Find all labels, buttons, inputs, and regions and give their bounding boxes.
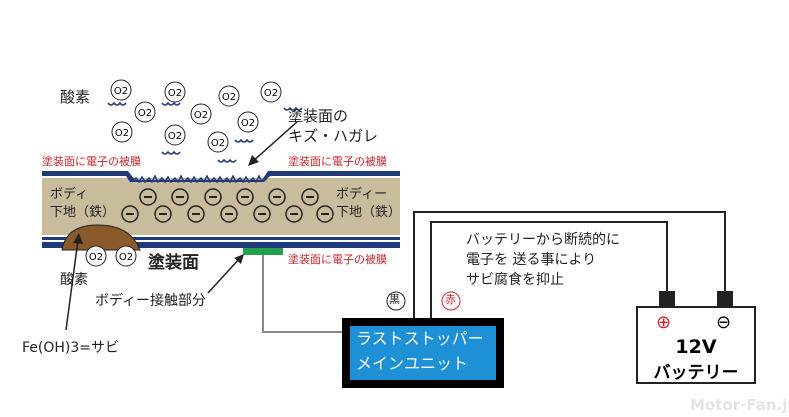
oxygen-symbol: O2 [138, 108, 152, 119]
oxygen-symbol: O2 [89, 252, 103, 263]
oxygen-molecule [164, 124, 186, 146]
oxygen-label-bottom: 酸素 [60, 272, 88, 288]
electron [285, 205, 303, 223]
paint-surface-label: 塗装面 [148, 253, 199, 273]
oxygen-molecule [115, 245, 137, 267]
oxygen-molecule [85, 245, 107, 267]
oxygen-wave [107, 101, 127, 106]
oxygen-symbol: O2 [264, 88, 278, 99]
oxygen-molecule [110, 79, 132, 101]
main-unit: ラストストッパー メインユニット [342, 318, 504, 388]
black-wire-label: 黒 [389, 293, 400, 306]
oxygen-wave [234, 138, 254, 143]
watermark: Motor-Fan.jp [690, 396, 789, 414]
electron [187, 205, 205, 223]
damaged-paint-edge [131, 174, 263, 184]
rust-arrow [65, 239, 79, 331]
oxygen-symbol: O2 [168, 131, 182, 142]
electron [220, 205, 238, 223]
body-label-left: ボディ 下地（鉄） [50, 187, 116, 220]
unit-label: ラストストッパー メインユニット [350, 326, 496, 380]
electrons [121, 188, 334, 223]
battery-label: バッテリー [653, 363, 739, 383]
damage-arrow [251, 121, 298, 163]
oxygen-symbol: O2 [115, 128, 129, 139]
paint-layer-bottom [42, 242, 400, 248]
electron [154, 205, 172, 223]
minus-icon: ⊖ [716, 312, 732, 333]
oxygen-molecule [190, 103, 212, 125]
oxygen-molecule [134, 101, 156, 123]
oxygen-symbol: O2 [194, 110, 208, 121]
plus-icon: ⊕ [656, 312, 672, 333]
oxygen-symbol: O2 [119, 252, 133, 263]
oxygen-label-top: 酸素 [60, 88, 91, 106]
oxygen-molecule [218, 85, 240, 107]
oxygen-molecule [237, 111, 259, 133]
film-label-right: 塗装面に電子の被膜 [288, 155, 387, 168]
oxygen-molecule [164, 81, 186, 103]
electron [121, 205, 139, 223]
oxygen-wave [283, 106, 303, 111]
red-wire [430, 221, 668, 318]
damage-label: 塗装面の キズ・ハガレ [288, 107, 379, 145]
electron [139, 188, 157, 206]
oxygen-symbol: O2 [211, 138, 225, 149]
paint-layer-top [42, 171, 400, 182]
oxygen-molecule [111, 121, 133, 143]
minus-terminal [717, 291, 733, 306]
rust-label: Fe(OH)3=サビ [22, 340, 120, 356]
battery-voltage: 12V [675, 336, 717, 358]
oxygen-symbol: O2 [114, 86, 128, 97]
oxygen-molecule [260, 81, 282, 103]
electron [268, 188, 286, 206]
plus-terminal [659, 291, 675, 306]
oxygen-symbol: O2 [168, 88, 182, 99]
oxygen-symbol: O2 [241, 118, 255, 129]
body-label-right: ボディー 下地（鉄） [336, 187, 402, 220]
contact-pad [243, 248, 283, 255]
oxygen-wave [161, 101, 181, 106]
film-label-left: 塗装面に電子の被膜 [42, 155, 141, 168]
damage-arrowhead [248, 155, 259, 166]
red-marker [441, 291, 461, 311]
electron [171, 188, 189, 206]
oxygen-wave [161, 150, 181, 155]
electron [301, 188, 319, 206]
black-marker [386, 291, 406, 311]
contact-label: ボディー接触部分 [95, 293, 207, 309]
rust-arrowhead [73, 233, 83, 244]
description-text: バッテリーから断続的に 電子を 送る事により サビ腐食を抑止 [466, 232, 620, 288]
contact-arrow [207, 257, 241, 294]
ground-wire [262, 255, 342, 333]
film-label-bottom: 塗装面に電子の被膜 [288, 253, 387, 266]
contact-arrowhead [234, 254, 244, 264]
oxygen-symbol: O2 [222, 92, 236, 103]
black-wire [413, 211, 726, 318]
oxygen-wave [217, 158, 237, 163]
oxygen-molecule [207, 131, 229, 153]
paint-line-inner [42, 237, 400, 240]
battery: ⊕ ⊖ 12V バッテリー [636, 306, 756, 384]
electron [204, 188, 222, 206]
electron [316, 205, 334, 223]
electron [236, 188, 254, 206]
red-wire-label: 赤 [445, 293, 456, 306]
electron [253, 205, 271, 223]
